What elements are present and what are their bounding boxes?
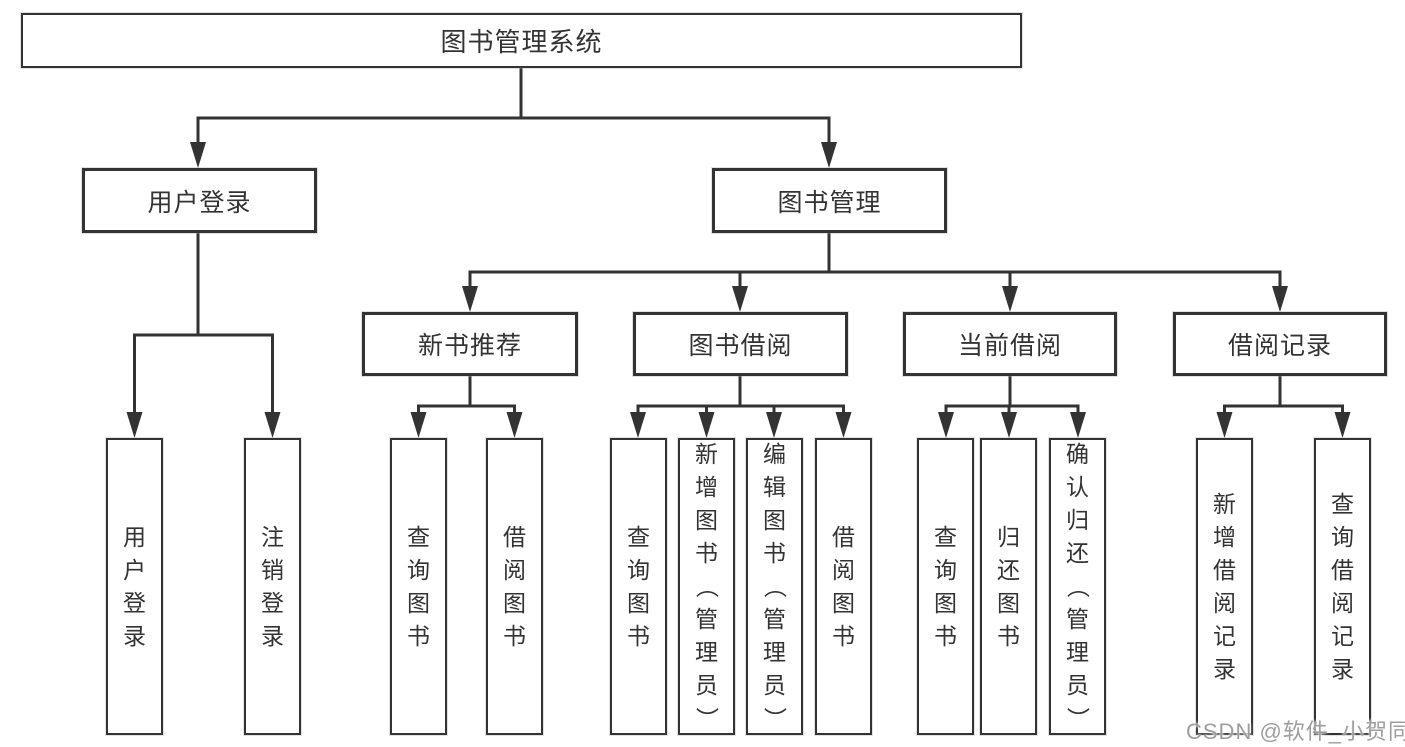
node-label: 新增借阅记录 — [1213, 490, 1236, 682]
node-label: 新增图书（管理员） — [694, 441, 720, 731]
node-label: 查询图书 — [934, 523, 957, 649]
node-label: 借阅记录 — [1227, 332, 1332, 360]
node-user-login: 用户登录 — [82, 168, 317, 233]
node-label: 归还图书 — [997, 523, 1020, 649]
leaf-query-books-borrowing: 查询图书 — [610, 438, 667, 735]
node-borrowing-records: 借阅记录 — [1173, 312, 1387, 376]
node-label: 用户登录 — [147, 188, 252, 217]
leaf-logout: 注销登录 — [244, 438, 301, 735]
node-label: 编辑图书（管理员） — [762, 441, 788, 731]
node-label: 用户登录 — [123, 523, 146, 649]
node-label: 确认归还（管理员） — [1065, 441, 1091, 731]
leaf-borrow-books-borrowing: 借阅图书 — [815, 438, 872, 735]
watermark: CSDN @软件_小贺同学 — [1186, 719, 1405, 744]
node-label: 图书管理 — [777, 188, 882, 217]
leaf-add-borrow-record: 新增借阅记录 — [1196, 438, 1253, 735]
node-label: 注销登录 — [261, 523, 284, 649]
leaf-add-books-admin: 新增图书（管理员） — [678, 438, 735, 735]
node-label: 借阅图书 — [832, 523, 855, 649]
node-book-management: 图书管理 — [712, 168, 947, 233]
node-book-borrowing: 图书借阅 — [633, 312, 848, 376]
leaf-query-borrow-record: 查询借阅记录 — [1314, 438, 1371, 735]
node-label: 当前借阅 — [957, 332, 1062, 360]
node-label: 查询图书 — [627, 523, 650, 649]
node-label: 借阅图书 — [503, 523, 526, 649]
leaf-confirm-return-admin: 确认归还（管理员） — [1049, 438, 1106, 735]
leaf-query-books-recommend: 查询图书 — [390, 438, 447, 735]
node-current-borrowing: 当前借阅 — [903, 312, 1117, 376]
leaf-return-books: 归还图书 — [980, 438, 1037, 735]
node-library-management-system: 图书管理系统 — [21, 13, 1022, 68]
node-label: 图书管理系统 — [440, 27, 603, 57]
leaf-borrow-books-recommend: 借阅图书 — [486, 438, 543, 735]
node-label: 查询图书 — [407, 523, 430, 649]
leaf-user-login: 用户登录 — [106, 438, 163, 735]
node-label: 查询借阅记录 — [1331, 490, 1354, 682]
node-label: 图书借阅 — [688, 332, 793, 360]
leaf-edit-books-admin: 编辑图书（管理员） — [746, 438, 803, 735]
leaf-query-books-current: 查询图书 — [917, 438, 974, 735]
node-label: 新书推荐 — [417, 332, 522, 360]
node-new-book-recommendation: 新书推荐 — [362, 312, 578, 376]
